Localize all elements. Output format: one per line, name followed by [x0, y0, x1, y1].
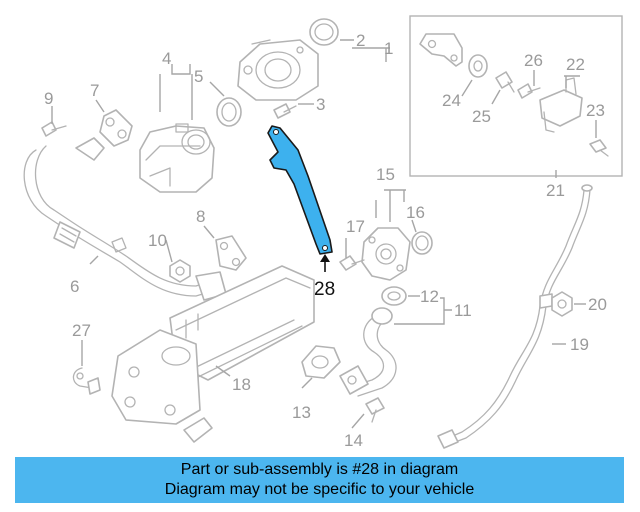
callout-6: 6: [70, 277, 79, 296]
part-gasket-7: [99, 109, 133, 147]
banner-line-1: Part or sub-assembly is #28 in diagram: [180, 461, 459, 478]
callout-5: 5: [194, 67, 203, 86]
part-grommet-24: [468, 54, 488, 78]
part-bolt-25: [495, 71, 515, 93]
part-nut-20: [551, 291, 573, 317]
part-sensor-line: [437, 184, 593, 449]
parts-diagram: 1 2 3 4 5 6 7 8 9 10 11 12 13 14 15 16 1…: [23, 15, 623, 450]
inset-box: [409, 15, 623, 177]
part-bracket-inset: [419, 33, 463, 67]
callout-27: 27: [72, 321, 91, 340]
callout-24: 24: [442, 91, 461, 110]
callout-2: 2: [356, 31, 365, 50]
part-bolt-17: [339, 255, 365, 271]
part-adapter-15: [361, 227, 411, 281]
callout-7: 7: [90, 81, 99, 100]
callout-13: 13: [292, 403, 311, 422]
part-bolt-14: [365, 397, 385, 423]
banner-line-2: Diagram may not be specific to your vehi…: [164, 481, 475, 498]
callout-28-highlighted: 28: [314, 279, 335, 300]
part-gasket-16: [411, 231, 433, 255]
callout-22: 22: [566, 55, 585, 74]
callout-15: 15: [376, 165, 395, 184]
callout-10: 10: [148, 231, 167, 250]
callout-19: 19: [570, 335, 589, 354]
info-banner: Part or sub-assembly is #28 in diagram D…: [15, 457, 624, 503]
part-gasket-2: [309, 18, 339, 46]
callout-8: 8: [196, 207, 205, 226]
callout-21: 21: [546, 181, 565, 200]
callout-12: 12: [420, 287, 439, 306]
callout-25: 25: [472, 107, 491, 126]
part-bolt-9: [41, 121, 67, 137]
callout-16: 16: [406, 203, 425, 222]
callout-9: 9: [44, 89, 53, 108]
part-clamp-12: [381, 286, 407, 306]
part-bolt-26: [517, 83, 541, 99]
leader-28-arrow: [320, 254, 330, 262]
leader-lines: [51, 39, 597, 429]
part-egr-cooler: [111, 265, 315, 443]
part-egr-valve: [237, 39, 319, 101]
part-sensor-27: [72, 367, 101, 395]
callout-17: 17: [346, 217, 365, 236]
part-tube-11: [339, 307, 397, 397]
part-gasket-8: [215, 235, 247, 271]
callout-26: 26: [524, 51, 543, 70]
part-sensor-22: [539, 77, 583, 133]
part-throttle-body: [139, 123, 215, 193]
part-bolt-3: [273, 103, 297, 119]
callout-20: 20: [588, 295, 607, 314]
part-gasket-5: [216, 97, 242, 127]
callout-14: 14: [344, 431, 363, 450]
callout-3: 3: [316, 95, 325, 114]
callout-4: 4: [162, 49, 171, 68]
part-bracket-28-highlighted[interactable]: [267, 125, 333, 255]
callout-1: 1: [384, 39, 393, 58]
part-nut-10: [169, 259, 191, 283]
part-bolt-23: [589, 139, 609, 157]
callout-23: 23: [586, 101, 605, 120]
callouts: 1 2 3 4 5 6 7 8 9 10 11 12 13 14 15 16 1…: [44, 31, 607, 450]
callout-11: 11: [454, 301, 472, 320]
part-gasket-13: [301, 345, 341, 379]
callout-18: 18: [232, 375, 251, 394]
